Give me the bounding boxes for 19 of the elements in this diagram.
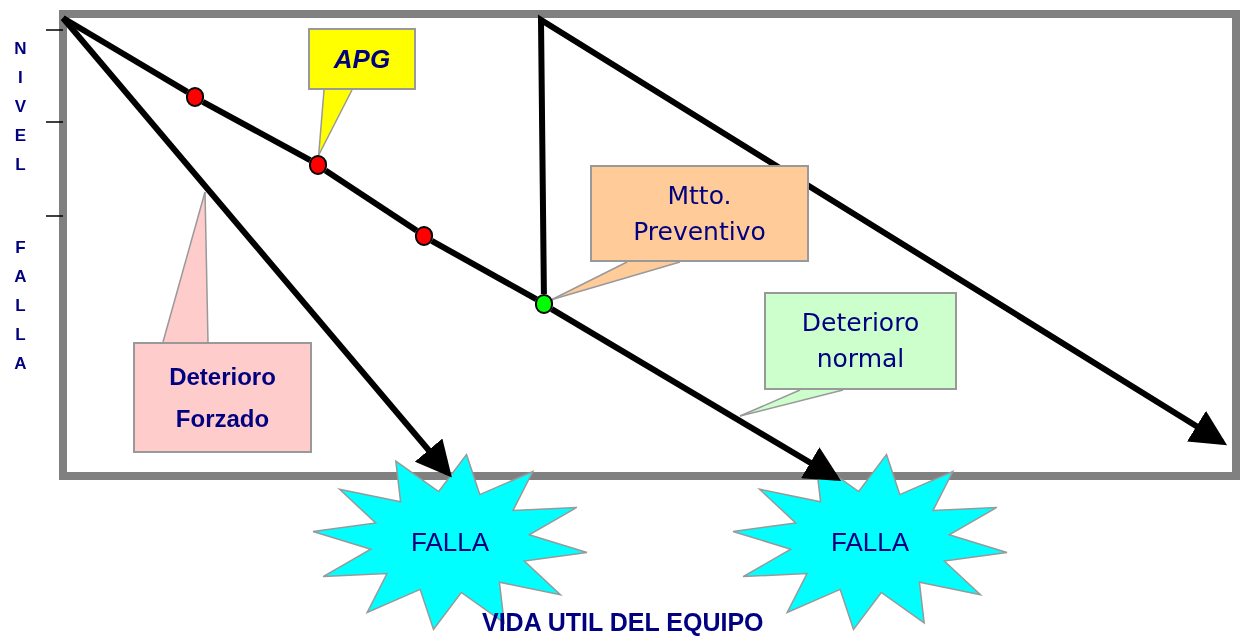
leader-line bbox=[317, 89, 325, 156]
axis-label: FALLA bbox=[14, 237, 27, 375]
point-marker bbox=[309, 155, 327, 175]
axis-label: NIVEL bbox=[14, 38, 27, 176]
leader-line bbox=[739, 389, 801, 417]
arrow bbox=[60, 16, 452, 478]
axis-label: VIDA UTIL DEL EQUIPO bbox=[482, 607, 764, 637]
point-marker bbox=[415, 226, 433, 246]
starburst-text: FALLA bbox=[830, 525, 910, 559]
callout-text: Deterioro Forzado bbox=[168, 361, 277, 434]
callout-text: Deterioro normal bbox=[800, 307, 921, 375]
arrow bbox=[537, 14, 1228, 446]
callout-text: Mtto. Preventivo bbox=[632, 179, 767, 248]
starburst-text: FALLA bbox=[410, 525, 490, 559]
callout-bubble bbox=[133, 342, 312, 453]
point-marker bbox=[535, 294, 553, 314]
callout-text: APG bbox=[333, 42, 391, 76]
arrow bbox=[550, 306, 842, 482]
point-marker bbox=[186, 87, 204, 107]
